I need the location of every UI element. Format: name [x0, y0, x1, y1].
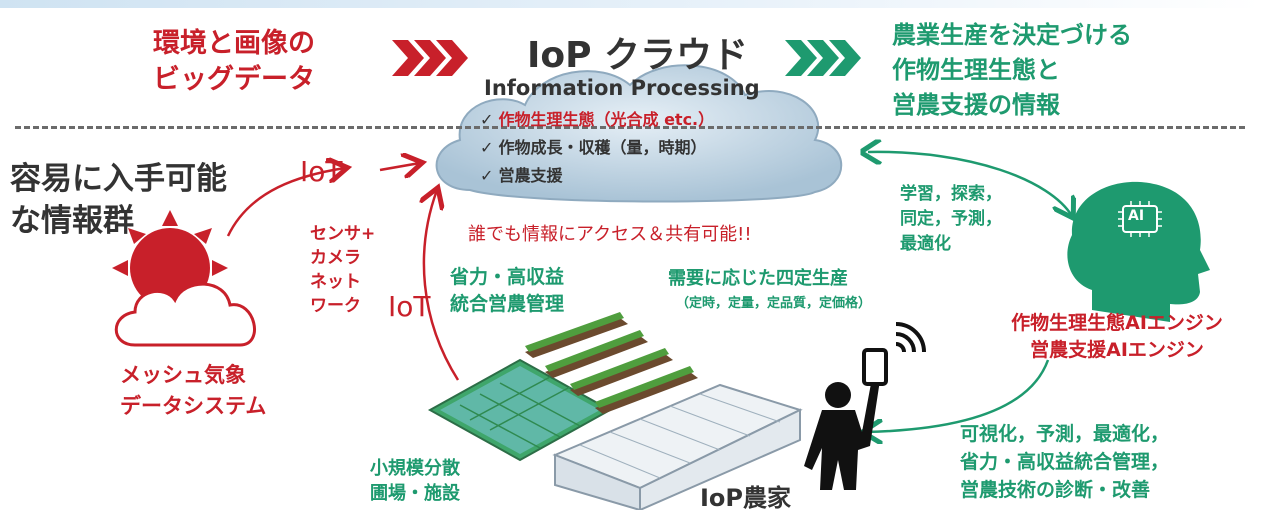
production-info-line-1: 農業生産を決定づける	[892, 21, 1132, 49]
chevrons-right-icon	[785, 40, 861, 76]
top-accent-bar	[0, 0, 1261, 8]
cloud-items: ✓ 作物生理生態（光合成 etc.） ✓ 作物成長・収穫（量，時期） ✓ 営農支…	[480, 106, 714, 190]
sensor-network-label: センサ+ カメラ ネット ワーク	[310, 224, 376, 316]
crop-rows-illustration	[525, 312, 698, 414]
iot-label-2: IoT	[388, 290, 431, 323]
ai-engine-label: 作物生理生態AIエンジン 営農支援AIエンジン	[1011, 312, 1223, 361]
iot-arrow-2	[379, 163, 420, 170]
check-icon: ✓	[480, 166, 494, 185]
greenhouse-illustration	[552, 383, 803, 510]
iot-arrow-3	[424, 190, 460, 381]
sun-cloud-icon	[112, 210, 256, 347]
production-info-label: 農業生産を決定づける 作物生理生態と 営農支援の情報	[892, 18, 1132, 123]
iot-arrow-1	[226, 168, 345, 237]
iop-cloud-title: IoP クラウド	[527, 35, 749, 76]
divider-line	[15, 126, 1245, 129]
learning-label: 学習，探索， 同定，予測， 最適化	[900, 184, 1002, 254]
integrated-management-label: 省力・高収益 統合営農管理	[450, 266, 565, 315]
big-data-line-2: ビッグデータ	[153, 64, 315, 95]
check-icon: ✓	[480, 110, 494, 129]
big-data-line-1: 環境と画像の	[153, 28, 315, 59]
farmer-with-phone-icon	[804, 322, 926, 490]
visualization-label: 可視化，予測，最適化， 省力・高収益統合管理， 営農技術の診断・改善	[960, 423, 1170, 501]
mesh-weather-label: メッシュ気象 データシステム	[120, 363, 267, 418]
easy-info-line-2: な情報群	[10, 203, 134, 239]
ai-chip-label: AI	[1128, 208, 1145, 224]
paddy-field-illustration	[427, 358, 613, 462]
production-info-line-2: 作物生理生態と	[892, 56, 1060, 84]
big-data-label: 環境と画像の ビッグデータ	[153, 26, 315, 98]
cloud-item-1: ✓ 作物生理生態（光合成 etc.）	[480, 110, 715, 129]
production-info-line-3: 営農支援の情報	[892, 91, 1060, 119]
check-icon: ✓	[480, 138, 494, 157]
ai-farmer-arrow	[865, 359, 1050, 432]
easy-info-label: 容易に入手可能 な情報群	[10, 158, 227, 242]
iot-label-1: IoT	[300, 155, 343, 188]
ai-cloud-arrow	[868, 152, 1072, 216]
cloud-item-3: ✓ 営農支援	[480, 166, 563, 185]
iop-farmer-label: IoP農家	[700, 484, 792, 512]
iop-cloud-shape	[435, 64, 843, 203]
chevrons-left-icon	[392, 40, 468, 76]
demand-production-sub: （定時，定量，定品質，定価格）	[676, 296, 872, 311]
easy-info-line-1: 容易に入手可能	[10, 161, 227, 197]
access-share-text: 誰でも情報にアクセス＆共有可能!!	[468, 224, 752, 245]
small-scale-label: 小規模分散 圃場・施設	[370, 458, 460, 504]
information-processing-subtitle: Information Processing	[484, 76, 760, 100]
demand-production-title: 需要に応じた四定生産	[668, 268, 848, 289]
ai-head-icon	[1067, 181, 1210, 322]
cloud-item-2: ✓ 作物成長・収穫（量，時期）	[480, 138, 707, 157]
